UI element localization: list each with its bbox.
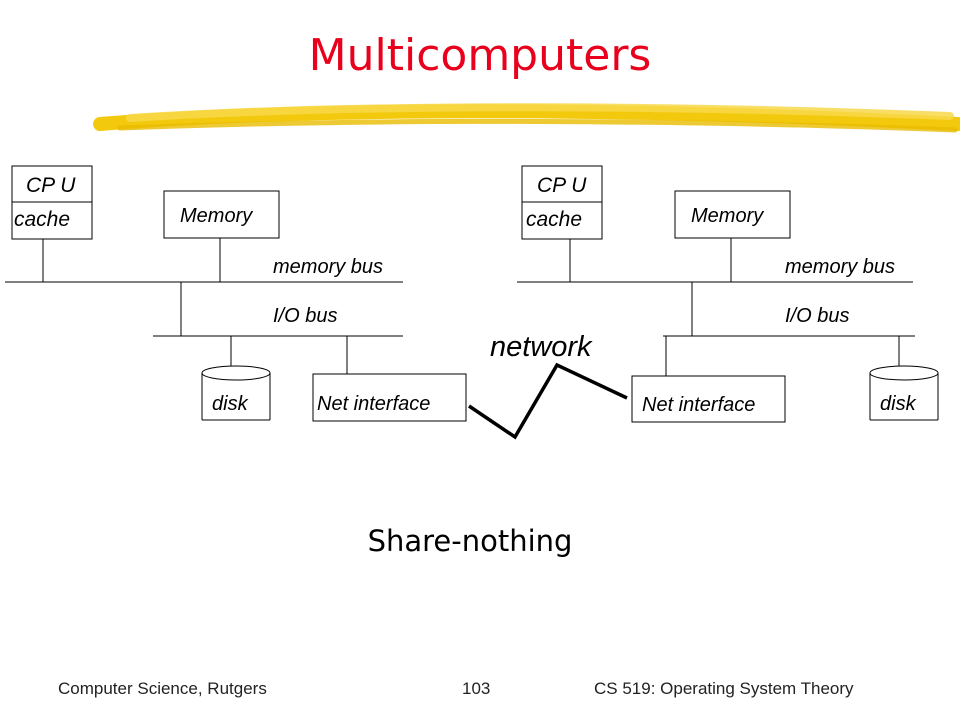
cpu-label: CP U [537, 174, 587, 197]
net-interface-label: Net interface [642, 394, 755, 416]
network-link [468, 362, 628, 440]
disk-label: disk [880, 393, 917, 415]
disk-label: disk [212, 393, 249, 415]
disk-cylinder [201, 365, 271, 421]
footer-right: CS 519: Operating System Theory [594, 679, 854, 698]
io-bus-label: I/O bus [273, 305, 337, 327]
cpu-label: CP U [26, 174, 76, 197]
memory-bus-label: memory bus [785, 256, 895, 278]
io-bus-label: I/O bus [785, 305, 849, 327]
caption-share-nothing: Share-nothing [367, 524, 573, 558]
cache-label: cache [14, 208, 70, 231]
network-label: network [490, 331, 593, 363]
net-interface-box [312, 373, 467, 422]
node-left: CP U cache Memory memory bus I/O bus dis… [5, 165, 467, 422]
net-interface-label: Net interface [317, 393, 430, 415]
cache-label: cache [526, 208, 582, 231]
footer-page-number: 103 [462, 679, 491, 698]
net-interface-box [631, 375, 786, 423]
slide-title: Multicomputers [308, 30, 652, 81]
node-right: CP U cache Memory memory bus I/O bus Net… [517, 165, 939, 423]
memory-label: Memory [180, 205, 253, 227]
memory-bus-label: memory bus [273, 256, 383, 278]
memory-label: Memory [691, 205, 764, 227]
title-underline-highlight [93, 103, 960, 133]
memory-box [674, 190, 791, 239]
footer-left: Computer Science, Rutgers [58, 679, 267, 698]
memory-box [163, 190, 280, 239]
disk-cylinder [869, 365, 939, 421]
